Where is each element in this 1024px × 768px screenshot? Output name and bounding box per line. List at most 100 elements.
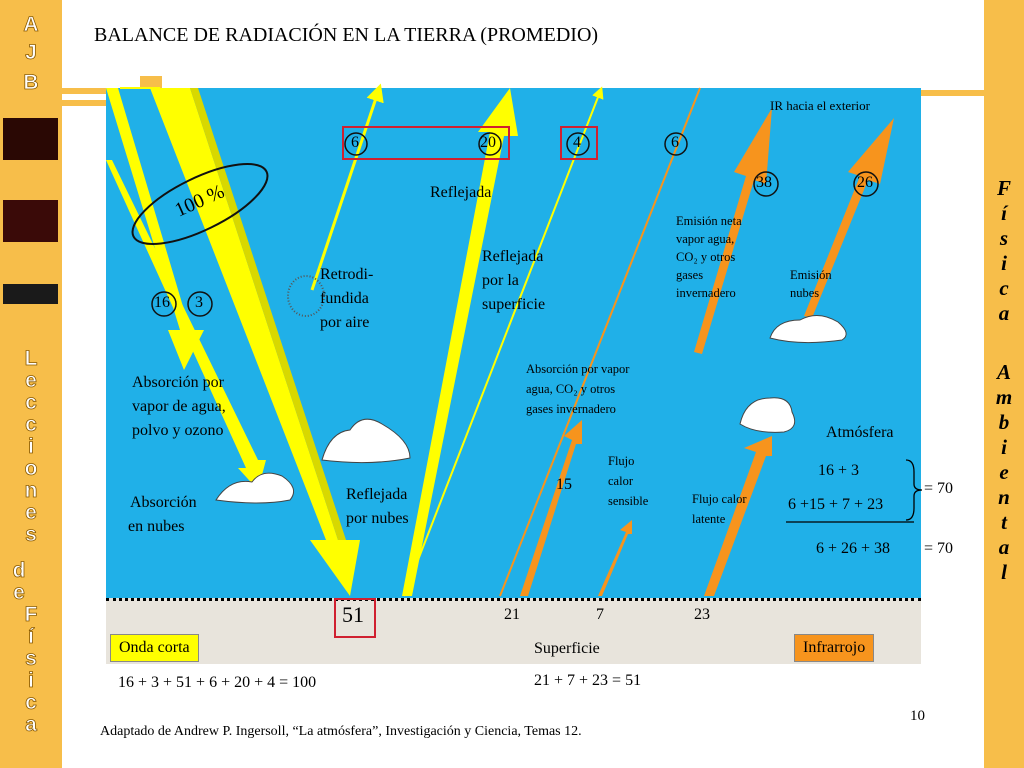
- brand-letter: c: [25, 391, 37, 414]
- reflected-by-clouds-arrow: [402, 88, 518, 596]
- label-reflejada-sup-3: superficie: [482, 296, 546, 313]
- value-surface-a: 21: [504, 606, 520, 623]
- brand-letter: o: [24, 457, 38, 480]
- label-ir-exterior: IR hacia el exterior: [770, 98, 870, 113]
- brand-letter: e: [13, 581, 25, 604]
- ir-window-line: [499, 87, 701, 597]
- brand-letter: c: [999, 276, 1009, 300]
- label-flujo-sensible-1: Flujo: [608, 454, 635, 468]
- brand-letter: i: [28, 435, 35, 458]
- label-refl-nubes-1: Reflejada: [346, 486, 408, 503]
- cloud-shape: [769, 315, 847, 344]
- value-circle: [344, 132, 368, 156]
- value-surface-b: 7: [596, 606, 604, 623]
- equation-shortwave: 16 + 3 + 51 + 6 + 20 + 4 = 100: [118, 674, 317, 691]
- label-abs-nubes-1: Absorción: [130, 494, 197, 511]
- value-abs-clouds: 3: [195, 294, 203, 311]
- thumbnail-image: [3, 284, 58, 304]
- thumbnail-image: [3, 118, 58, 160]
- label-retro-2: fundida: [320, 290, 369, 307]
- label-emision-neta-2: vapor agua,: [676, 232, 735, 246]
- value-surface-c: 23: [694, 606, 710, 623]
- decor-line: [62, 88, 106, 94]
- label-abs-nubes-2: en nubes: [128, 518, 185, 535]
- brand-letter: A: [996, 360, 1011, 384]
- value-circle: [853, 171, 879, 197]
- page-number: 10: [910, 708, 925, 724]
- label-emision-neta-1: Emisión neta: [676, 214, 742, 228]
- cloud-shape: [321, 418, 411, 464]
- incoming-beam-main: [150, 88, 360, 596]
- brand-letter: c: [25, 691, 37, 714]
- label-atmosfera: Atmósfera: [826, 424, 894, 441]
- brace: [905, 459, 923, 521]
- label-abs-vapor-1: Absorción por: [132, 374, 224, 391]
- equation-atm-2: 6 +15 + 7 + 23: [788, 496, 884, 513]
- equation-atm-3: 6 + 26 + 38: [816, 540, 891, 557]
- label-abs-vapor-2: vapor de agua,: [132, 398, 226, 415]
- brand-letter: d: [12, 559, 26, 582]
- tag-infrarrojo: Infrarrojo: [794, 634, 875, 662]
- equation-result-1: = 70: [924, 480, 954, 497]
- label-flujo-latente-1: Flujo calor: [692, 492, 747, 506]
- net-emission-arrow: [694, 108, 772, 354]
- brand-letter: s: [25, 647, 37, 670]
- cloud-shape: [739, 397, 796, 433]
- label-flujo-latente-2: latente: [692, 512, 726, 526]
- label-abs-vapor-3: polvo y ozono: [132, 422, 224, 439]
- brand-letter: e: [25, 369, 37, 392]
- value-circle: [753, 171, 779, 197]
- brand-letter: a: [998, 535, 1010, 559]
- equation-result-2: = 70: [924, 540, 954, 557]
- value-retro: 6: [351, 134, 359, 151]
- brand-letter: n: [998, 485, 1010, 509]
- brand-letter: í: [28, 625, 35, 648]
- tag-superficie: Superficie: [534, 640, 600, 657]
- brand-letter: s: [25, 523, 37, 546]
- decor-line: [62, 100, 106, 106]
- label-emision-nubes-2: nubes: [790, 286, 820, 300]
- equation-surface: 21 + 7 + 23 = 51: [534, 672, 642, 689]
- value-cloud-reflect: 20: [480, 134, 496, 151]
- brand-letter: L: [24, 347, 38, 370]
- brand-letter: i: [1001, 251, 1007, 275]
- value-cloud-emission: 26: [857, 174, 873, 191]
- label-retro-3: por aire: [320, 314, 370, 331]
- label-emision-neta-5: invernadero: [676, 286, 736, 300]
- value-abs-vapor: 15: [556, 476, 572, 493]
- value-net-emission: 38: [756, 174, 772, 191]
- tag-onda-corta: Onda corta: [110, 634, 199, 662]
- label-emision-neta-4: gases: [676, 268, 704, 282]
- latent-heat-arrow: [704, 436, 772, 596]
- value-ir-window: 6: [671, 134, 679, 151]
- brand-letter: b: [998, 410, 1010, 434]
- aerosol-dots: [287, 275, 325, 317]
- absorbed-gases-arrow: [520, 420, 582, 596]
- label-reflejada: Reflejada: [430, 184, 492, 201]
- label-abs-gases-3: gases invernadero: [526, 402, 616, 416]
- brand-letter: s: [999, 226, 1009, 250]
- page-title: BALANCE DE RADIACIÓN EN LA TIERRA (PROME…: [94, 24, 599, 46]
- brand-letter: a: [25, 713, 37, 736]
- surface-reflect-arrow: [403, 86, 604, 597]
- source-credit: Adaptado de Andrew P. Ingersoll, “La atm…: [100, 724, 582, 739]
- absorption-arrow-clouds: [106, 160, 266, 490]
- highlight-box-absorbed: [334, 598, 376, 638]
- label-flujo-sensible-3: sensible: [608, 494, 649, 508]
- brand-letter: i: [28, 669, 35, 692]
- highlight-box-surface-reflect: [560, 126, 598, 160]
- value-surface-reflect: 4: [573, 134, 581, 151]
- label-emision-neta-3: CO₂ y otros: [676, 250, 736, 264]
- incoming-beam-main-shadow: [190, 88, 346, 540]
- left-brand-bar: A J B L e c c i o n e s d e F í s i c a: [0, 0, 62, 768]
- decor-square: [140, 76, 162, 90]
- value-circle: [664, 132, 688, 156]
- brand-letter: n: [24, 479, 38, 502]
- brand-letter: í: [1001, 201, 1007, 225]
- brand-letter: F: [24, 603, 38, 626]
- label-emision-nubes-1: Emisión: [790, 268, 832, 282]
- label-flujo-sensible-2: calor: [608, 474, 633, 488]
- atmosphere-panel: [106, 88, 921, 598]
- value-circle: [187, 291, 213, 317]
- label-retro-1: Retrodi-: [320, 266, 374, 283]
